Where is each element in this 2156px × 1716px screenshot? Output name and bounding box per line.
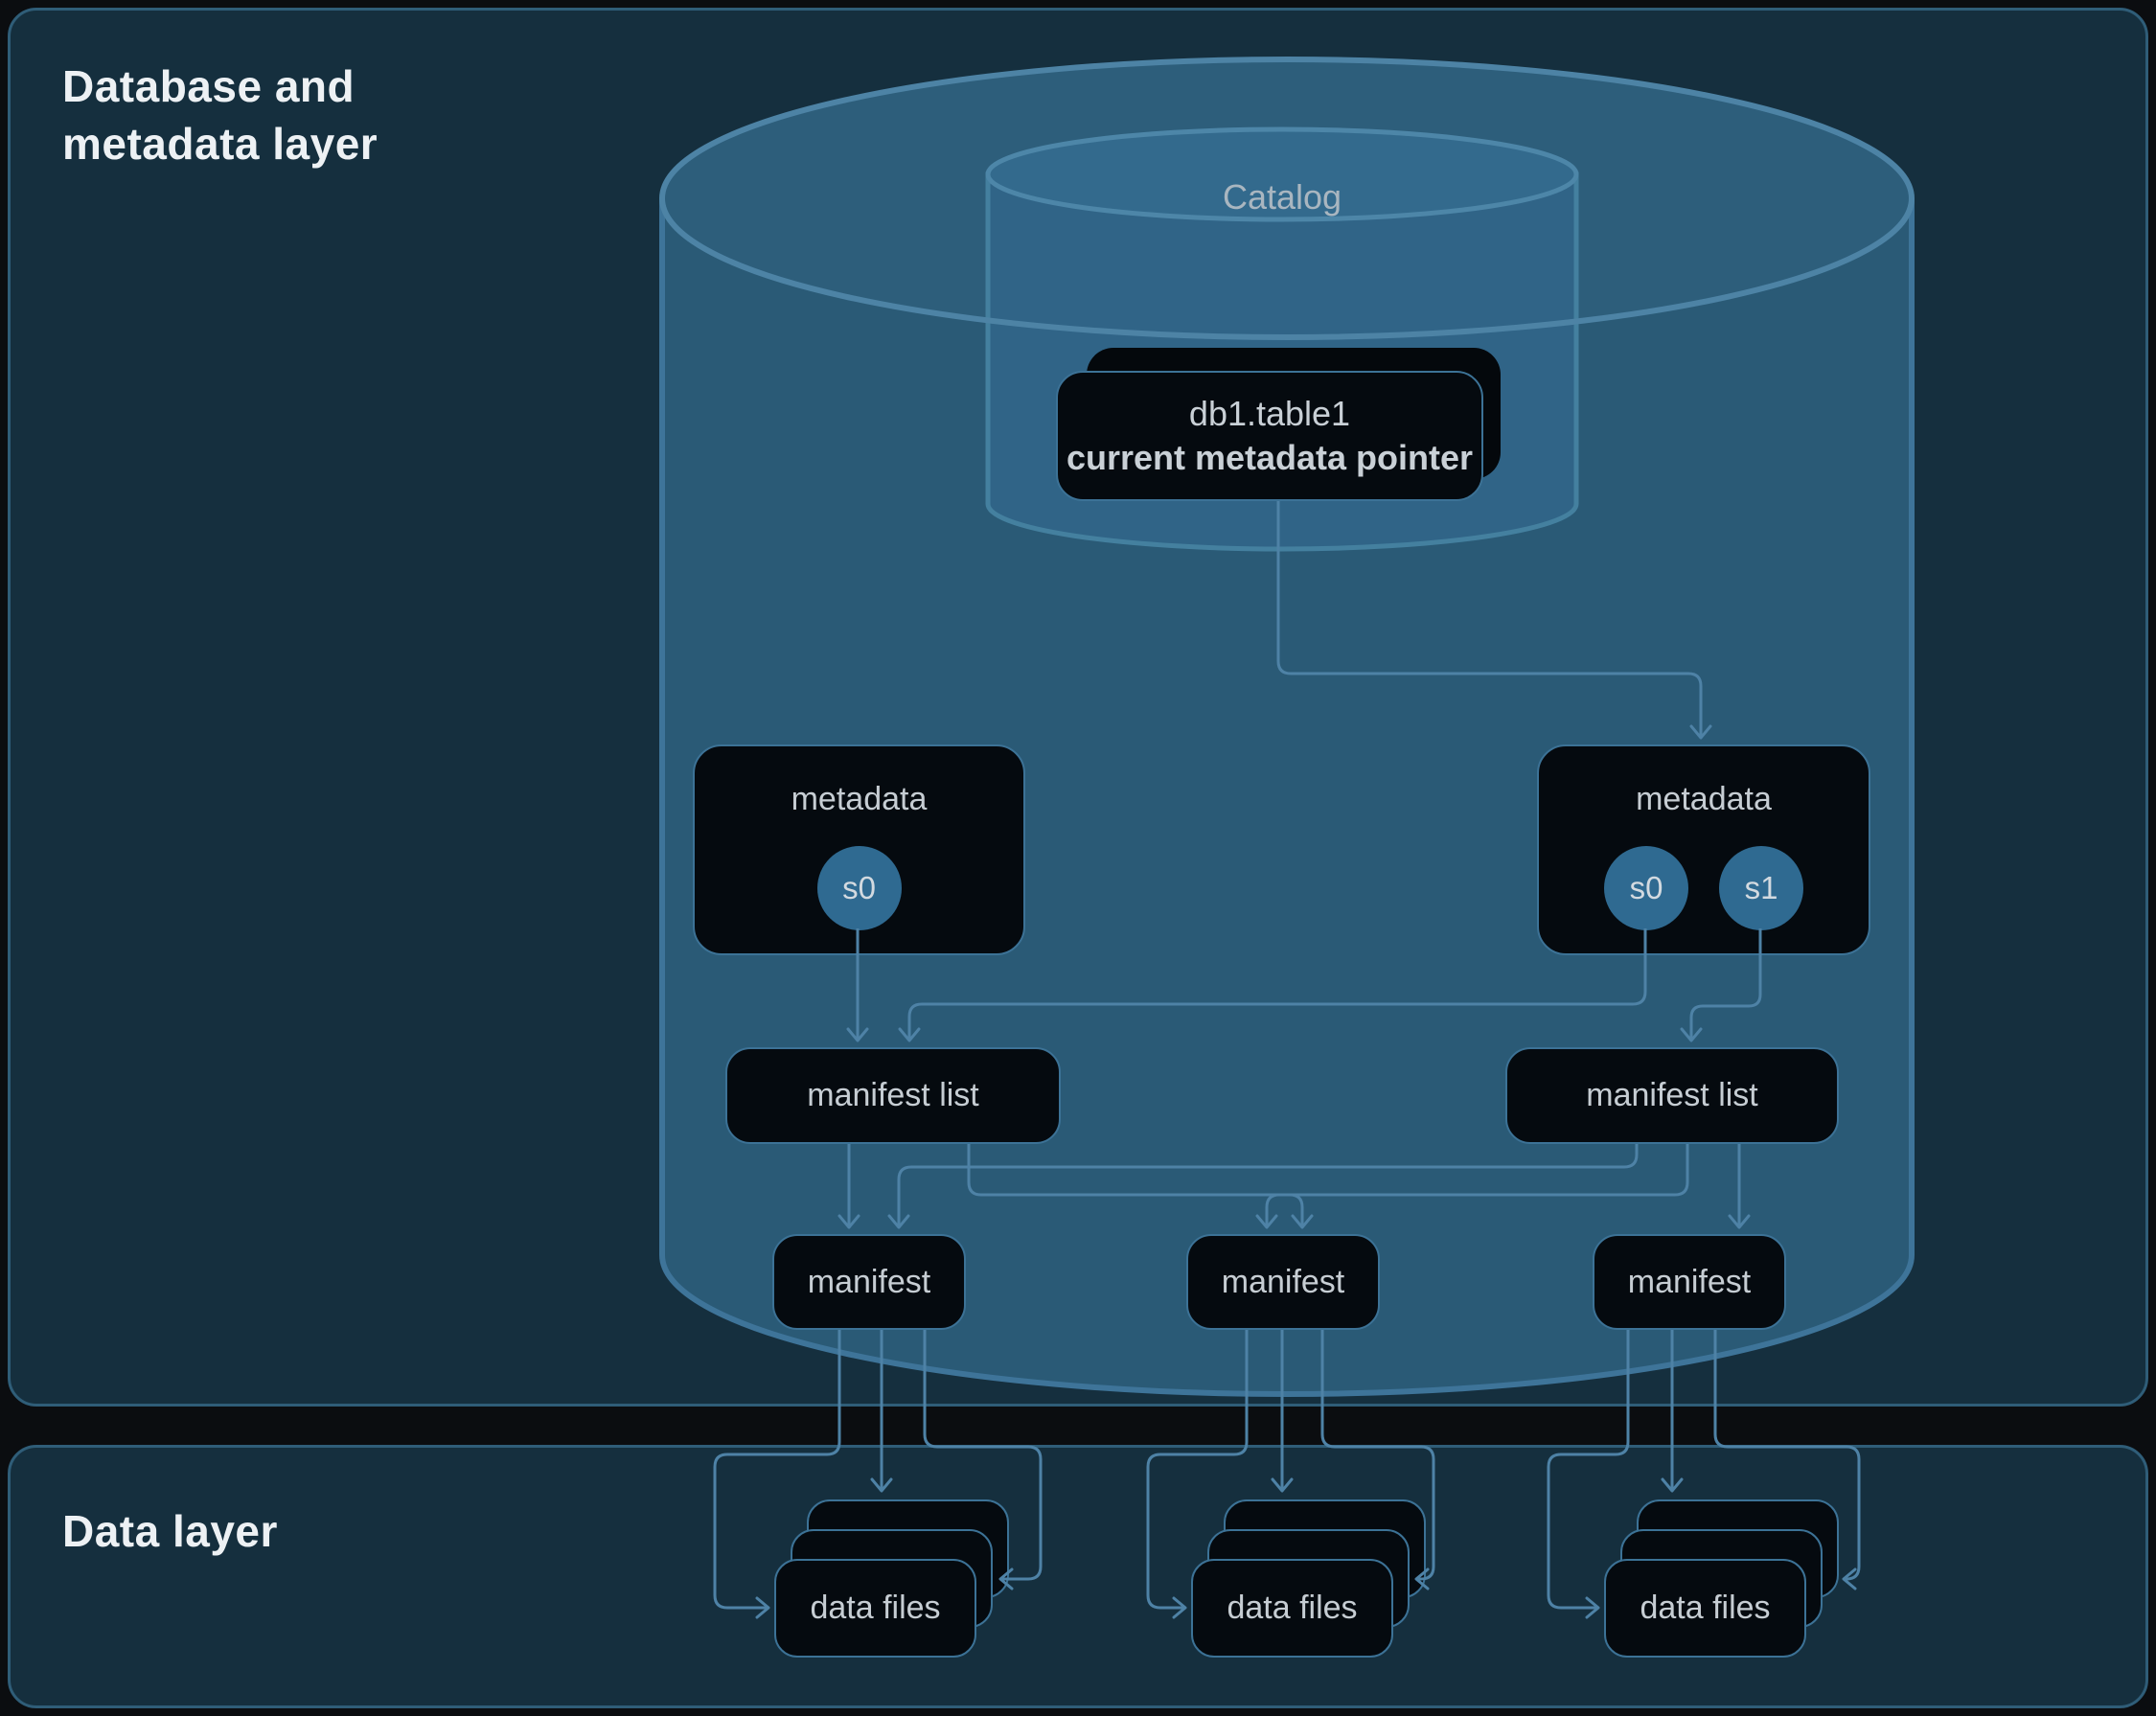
snapshot-row: s0 s1 [1539, 846, 1869, 930]
current-metadata-pointer-label: current metadata pointer [1066, 438, 1474, 477]
edge-manifest-right-to-datafiles-c [1713, 1330, 1861, 1590]
edge-manifest-middle-to-datafiles-c [1320, 1330, 1435, 1590]
manifest-list-label: manifest list [807, 1077, 979, 1113]
data-files-stack-middle: data files [1191, 1499, 1431, 1659]
manifest-list-node-right: manifest list [1505, 1047, 1839, 1144]
manifest-list-label: manifest list [1586, 1077, 1758, 1113]
data-files-label: data files [1640, 1590, 1771, 1626]
table-pointer-card: db1.table1 current metadata pointer [1056, 371, 1483, 501]
data-files-label: data files [1227, 1590, 1358, 1626]
manifest-label: manifest [1627, 1263, 1752, 1300]
snapshot-s0: s0 [816, 846, 902, 930]
data-files-stack-right: data files [1604, 1499, 1844, 1659]
manifest-node-middle: manifest [1186, 1234, 1380, 1330]
metadata-layer-title: Database and metadata layer [62, 61, 378, 169]
edge-manifest-left-to-datafiles-c [923, 1330, 1043, 1590]
edge-manifest-left-to-datafiles-a [713, 1330, 841, 1619]
data-files-label: data files [810, 1590, 941, 1626]
metadata-node-label: metadata [791, 781, 928, 817]
table-name: db1.table1 [1188, 394, 1351, 433]
metadata-node-right: metadata s0 s1 [1537, 744, 1870, 955]
metadata-node-label: metadata [1636, 781, 1772, 817]
data-layer-title: Data layer [62, 1506, 278, 1556]
manifest-list-node-left: manifest list [725, 1047, 1061, 1144]
edge-manifest-middle-to-datafiles-a [1146, 1330, 1249, 1619]
edge-pointer-to-metadata-right [1276, 501, 1712, 740]
manifest-label: manifest [1221, 1263, 1345, 1300]
data-files-stack-left: data files [774, 1499, 1014, 1659]
manifest-label: manifest [807, 1263, 931, 1300]
snapshot-row: s0 [695, 846, 1023, 930]
snapshot-s1: s1 [1719, 846, 1803, 930]
edge-mllist-right-to-manifest-left [887, 1144, 1639, 1229]
edge-mllist-left-to-manifest-middle [967, 1144, 1314, 1229]
data-files-card: data files [1191, 1559, 1393, 1658]
metadata-node-left: metadata s0 [693, 744, 1025, 955]
edge-metaright-s1-to-mllist-right [1680, 928, 1762, 1042]
edge-mllist-right-to-manifest-middle [1255, 1144, 1689, 1229]
manifest-node-right: manifest [1593, 1234, 1786, 1330]
data-files-card: data files [774, 1559, 976, 1658]
catalog-label: Catalog [1222, 177, 1342, 217]
edge-manifest-right-to-datafiles-a [1547, 1330, 1630, 1619]
snapshot-s0: s0 [1604, 846, 1688, 930]
edge-metaright-s0-to-mllist-left [898, 928, 1647, 1042]
data-files-card: data files [1604, 1559, 1806, 1658]
manifest-node-left: manifest [772, 1234, 966, 1330]
